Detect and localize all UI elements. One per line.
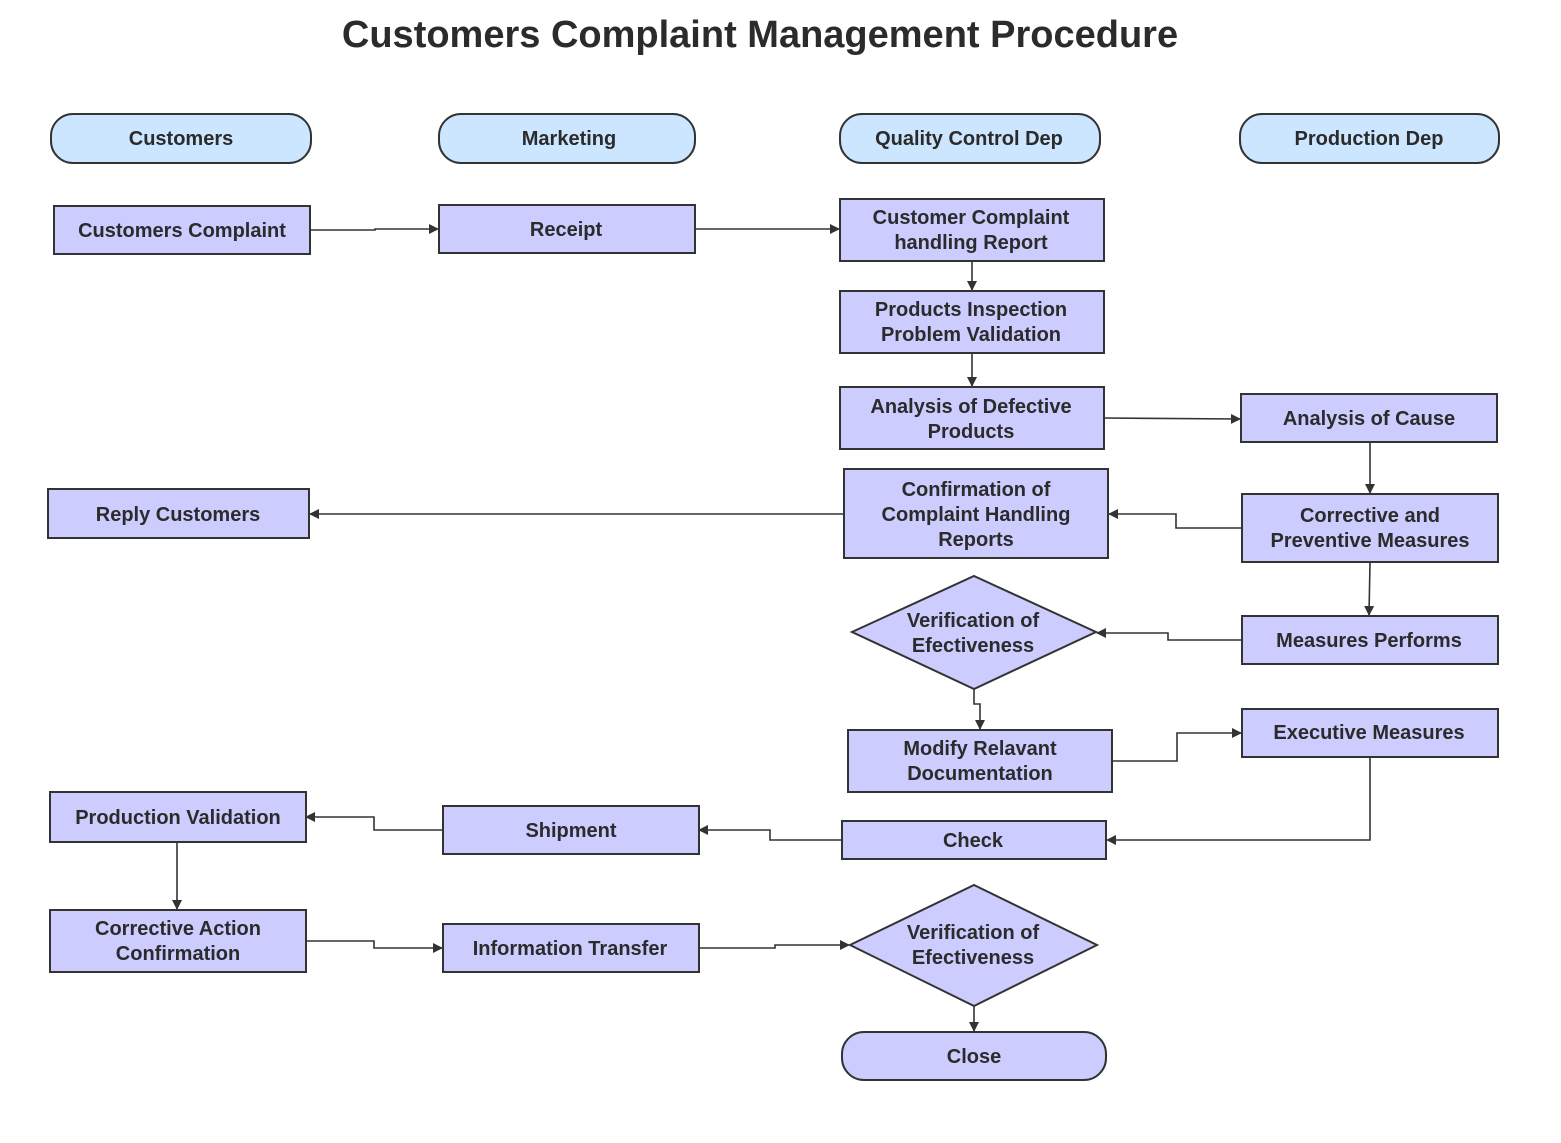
edge-analysis-to-cause	[1103, 413, 1241, 424]
svg-text:Shipment: Shipment	[525, 820, 616, 842]
svg-text:handling Report: handling Report	[894, 232, 1048, 254]
node-analysis-cause: Analysis of Cause	[1240, 393, 1498, 443]
terminal-close: Close	[841, 1031, 1107, 1081]
svg-text:Efectiveness: Efectiveness	[912, 947, 1034, 969]
svg-text:Quality Control Dep: Quality Control Dep	[875, 128, 1063, 150]
svg-text:Measures Performs: Measures Performs	[1276, 630, 1462, 652]
svg-text:Corrective Action: Corrective Action	[95, 918, 261, 940]
svg-text:Documentation: Documentation	[907, 763, 1053, 785]
node-measures-performs: Measures Performs	[1241, 615, 1499, 665]
svg-text:Confirmation of: Confirmation of	[902, 479, 1051, 501]
svg-text:Products Inspection: Products Inspection	[875, 299, 1067, 321]
svg-text:Problem Validation: Problem Validation	[881, 324, 1061, 346]
diagram-title: Customers Complaint Management Procedure	[341, 14, 1179, 56]
node-reply-customers: Reply Customers	[47, 488, 310, 539]
edge-executive-to-check	[1106, 758, 1371, 845]
edge-corrective-to-confirmation	[1108, 509, 1242, 529]
edge-transfer-to-verification	[699, 940, 850, 950]
node-receipt: Receipt	[438, 204, 696, 254]
edge-shipment-to-validation	[305, 812, 443, 831]
edge-complaint-to-receipt	[310, 224, 439, 234]
svg-text:Receipt: Receipt	[530, 219, 603, 241]
svg-text:Information Transfer: Information Transfer	[473, 938, 668, 960]
edge-check-to-shipment	[698, 825, 842, 841]
svg-text:Complaint Handling: Complaint Handling	[882, 504, 1071, 526]
node-analysis-defective: Analysis of Defective Products	[839, 386, 1105, 450]
svg-text:Verification of: Verification of	[907, 610, 1040, 632]
node-complaint-report: Customer Complaint handling Report	[839, 198, 1105, 262]
node-check: Check	[841, 820, 1107, 860]
lane-header-production: Production Dep	[1239, 113, 1500, 164]
svg-text:Reply Customers: Reply Customers	[96, 504, 261, 526]
svg-text:Close: Close	[947, 1046, 1001, 1068]
svg-text:Marketing: Marketing	[522, 128, 616, 150]
edge-measures-to-verification	[1096, 628, 1242, 641]
svg-text:Efectiveness: Efectiveness	[912, 635, 1034, 657]
edge-verification-to-modify	[973, 689, 985, 730]
svg-text:Confirmation: Confirmation	[116, 943, 240, 965]
lane-header-customers: Customers	[50, 113, 312, 164]
node-production-validation: Production Validation	[49, 791, 307, 843]
edge-modify-to-executive	[1112, 728, 1242, 762]
node-confirmation-reports: Confirmation of Complaint Handling Repor…	[843, 468, 1109, 559]
node-modify-documentation: Modify Relavant Documentation	[847, 729, 1113, 793]
edge-corrective-action-to-transfer	[306, 940, 443, 953]
node-inspection: Products Inspection Problem Validation	[839, 290, 1105, 354]
node-shipment: Shipment	[442, 805, 700, 855]
node-corrective-action: Corrective Action Confirmation	[49, 909, 307, 973]
svg-text:Preventive Measures: Preventive Measures	[1270, 530, 1469, 552]
edge-corrective-to-measures	[1364, 562, 1375, 616]
svg-text:Analysis of Defective: Analysis of Defective	[870, 396, 1071, 418]
svg-text:Modify Relavant: Modify Relavant	[903, 738, 1057, 760]
svg-text:Analysis of Cause: Analysis of Cause	[1283, 408, 1455, 430]
svg-text:Production Validation: Production Validation	[75, 807, 281, 829]
lane-header-quality-control: Quality Control Dep	[839, 113, 1101, 164]
node-customers-complaint: Customers Complaint	[53, 205, 311, 255]
svg-text:Verification of: Verification of	[907, 922, 1040, 944]
node-information-transfer: Information Transfer	[442, 923, 700, 973]
node-corrective-preventive: Corrective and Preventive Measures	[1241, 493, 1499, 563]
svg-text:Reports: Reports	[938, 529, 1014, 551]
svg-text:Executive Measures: Executive Measures	[1273, 722, 1464, 744]
svg-text:Check: Check	[943, 830, 1004, 852]
connectors	[172, 224, 1375, 1032]
decision-verification-1: Verification of Efectiveness	[849, 574, 1099, 691]
decision-verification-2: Verification of Efectiveness	[847, 883, 1100, 1008]
lane-header-marketing: Marketing	[438, 113, 696, 164]
svg-text:Corrective and: Corrective and	[1300, 505, 1440, 527]
svg-text:Products: Products	[928, 421, 1015, 443]
svg-text:Customers: Customers	[129, 128, 233, 150]
node-executive-measures: Executive Measures	[1241, 708, 1499, 758]
svg-text:Production Dep: Production Dep	[1295, 128, 1444, 150]
svg-text:Customers Complaint: Customers Complaint	[78, 220, 286, 242]
svg-text:Customer Complaint: Customer Complaint	[873, 207, 1070, 229]
